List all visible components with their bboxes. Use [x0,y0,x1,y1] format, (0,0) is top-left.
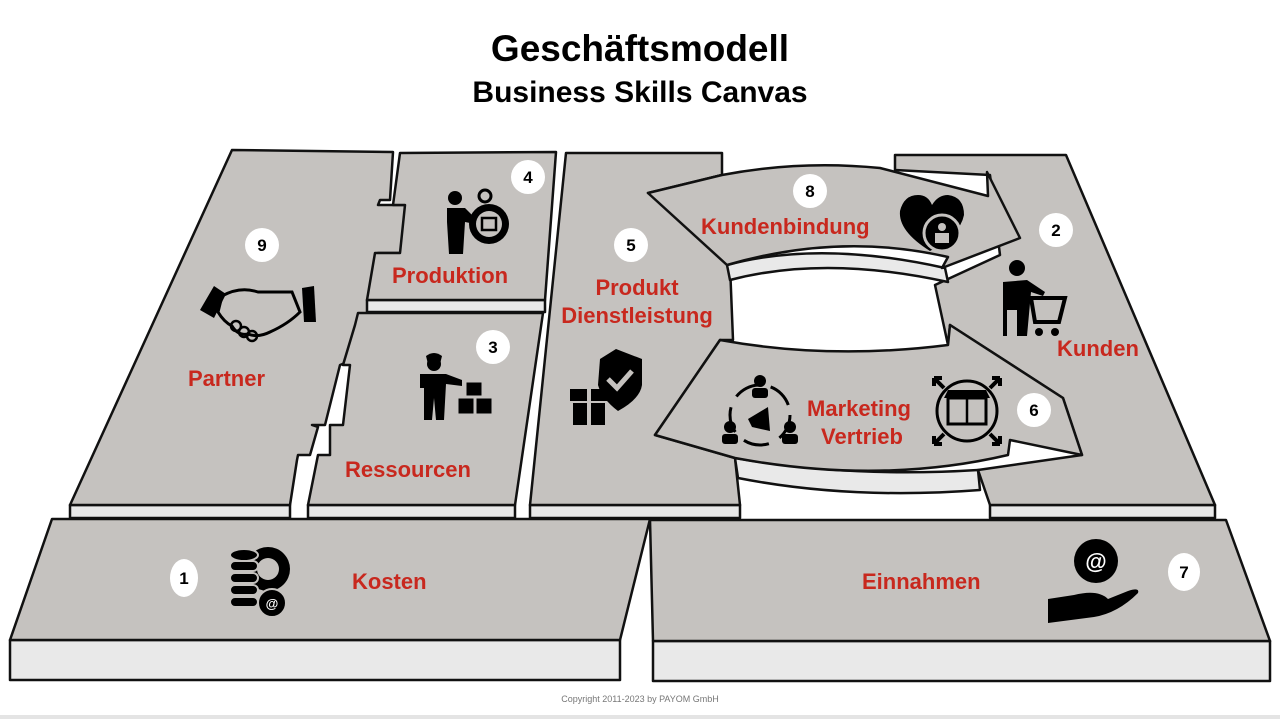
label-marketing: Marketing [807,396,911,421]
svg-text:3: 3 [488,338,497,357]
svg-text:2: 2 [1051,221,1060,240]
svg-text:7: 7 [1179,563,1188,582]
label-kunden: Kunden [1057,336,1139,361]
block-kosten[interactable] [8,517,652,682]
badge-4: 4 [511,160,545,194]
megaphone-team-icon [722,375,798,447]
badge-9: 9 [245,228,279,262]
label-kundenbindung: Kundenbindung [701,214,870,239]
svg-text:8: 8 [805,182,814,201]
badge-8: 8 [793,174,827,208]
block-marketing[interactable] [653,323,1084,495]
person-boxes-icon [420,353,493,420]
label-einnahmen: Einnahmen [862,569,981,594]
badge-2: 2 [1039,213,1073,247]
svg-text:4: 4 [523,168,533,187]
svg-text:@: @ [266,596,279,611]
block-einnahmen[interactable] [648,518,1272,683]
label-produktion: Produktion [392,263,508,288]
production-gear-icon [447,188,509,254]
bottom-divider [0,715,1280,719]
badge-7: 7 [1168,553,1200,591]
label-produkt: Produkt [595,275,679,300]
svg-text:@: @ [1085,549,1106,574]
label-kosten: Kosten [352,569,427,594]
badge-1: 1 [170,559,198,597]
label-dienstleistung: Dienstleistung [561,303,713,328]
box-distribution-icon [932,376,1002,446]
gift-shield-icon [570,349,642,425]
label-partner: Partner [188,366,265,391]
label-ressourcen: Ressourcen [345,457,471,482]
hand-coin-icon: @ [1048,539,1139,623]
badge-5: 5 [614,228,648,262]
copyright-text: Copyright 2011-2023 by PAYOM GmbH [561,694,719,704]
svg-text:6: 6 [1029,401,1038,420]
database-gear-icon: @ [229,547,290,618]
svg-text:5: 5 [626,236,635,255]
heart-customer-icon [899,195,964,253]
svg-text:9: 9 [257,236,266,255]
page-title: Geschäftsmodell [490,28,790,69]
label-vertrieb: Vertrieb [821,424,903,449]
page-subtitle: Business Skills Canvas [472,76,808,109]
shopping-cart-person-icon [1003,260,1068,336]
svg-text:1: 1 [179,569,188,588]
badge-3: 3 [476,330,510,364]
badge-6: 6 [1017,393,1051,427]
handshake-icon [200,286,316,343]
